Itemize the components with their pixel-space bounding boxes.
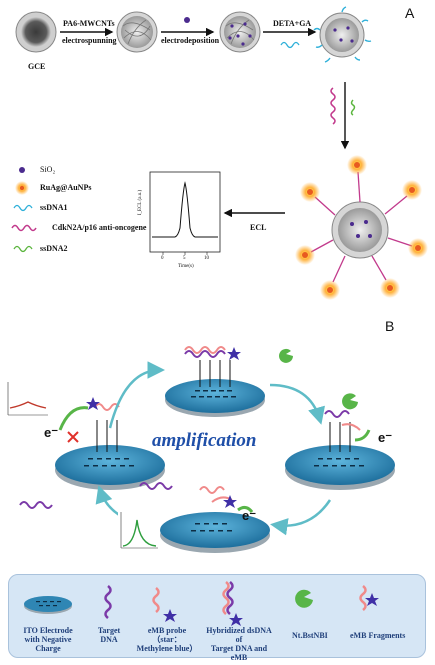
legend-ssdna1-label: ssDNA1 — [40, 203, 68, 212]
step3-top-label: DETA+GA — [273, 19, 312, 28]
panel-b-letter: B — [385, 318, 395, 334]
signal-plot-high — [118, 510, 160, 552]
legend-fragments-label: eMB Fragments — [350, 631, 406, 640]
emb-probe-icon — [152, 587, 177, 622]
electron-left: e⁻ — [44, 425, 59, 440]
hybridized-dsdna-icon — [222, 581, 243, 626]
free-target-dna-left — [19, 501, 53, 509]
plot-xtick-0: 0 — [161, 256, 164, 261]
legend-ssdna2-label: ssDNA2 — [40, 244, 68, 253]
electrode-bottom — [160, 486, 270, 553]
sio2-legend-icon — [19, 167, 25, 173]
cycle-arrow-top-left — [108, 361, 165, 429]
ecl-plot — [149, 171, 221, 255]
gce-electrode-icon — [15, 11, 57, 53]
legend-target-label: CdkN2A/p16 anti-oncogene — [52, 223, 147, 232]
target-dna-icon — [104, 585, 112, 619]
ssdna1-legend-icon — [13, 204, 33, 212]
ito-electrode-icon — [24, 596, 72, 614]
panel-b — [5, 346, 395, 553]
ssdna2-wave-icon — [350, 99, 356, 116]
target-wave-icon — [330, 87, 336, 125]
plot-ylabel: I_ECL (a.u.) — [138, 189, 144, 216]
step2-bottom-label: electrodeposition — [161, 36, 220, 45]
cycle-arrow-top-right — [269, 383, 325, 425]
ssdna2-legend-icon — [13, 245, 33, 253]
legend-ito-line2: with Negative Charge — [24, 635, 72, 653]
legend-target-dna-label: Target DNA — [96, 626, 122, 644]
legend-ito-label: ITO Electrode with Negative Charge — [18, 626, 78, 653]
sio2-electrode-icon — [219, 11, 261, 53]
panel-a — [11, 6, 428, 300]
legend-hybrid-label: Hybridized dsDNA of Target DNA and eMB — [203, 626, 275, 662]
gce-label: GCE — [28, 62, 46, 71]
amplification-label: amplification — [152, 430, 257, 451]
target-legend-icon — [11, 224, 37, 232]
electrode-right — [285, 393, 395, 490]
electron-bottom: e⁻ — [242, 508, 257, 523]
ecl-label: ECL — [250, 223, 267, 232]
legend-emb-probe-line2: Methylene blue） — [136, 644, 198, 653]
signal-plot-low — [5, 380, 50, 420]
free-target-dna-bottom — [139, 482, 173, 490]
legend-ruag-label: RuAg@AuNPs — [40, 183, 92, 192]
legend-sio2-label: SiO₂ — [40, 165, 56, 174]
step1-top-label: PA6-MWCNTs — [63, 19, 115, 28]
emb-fragments-icon — [359, 585, 379, 611]
legend-target-dna-line1: Target — [97, 626, 121, 635]
legend-icons — [24, 581, 379, 626]
legend-target-dna-line2: DNA — [100, 635, 118, 644]
plot-xtick-5: 5 — [183, 256, 186, 261]
fiber-electrode-icon — [116, 11, 158, 53]
ssdna1-electrode-icon — [313, 6, 372, 63]
legend-emb-probe-line1: eMB probe（star： — [147, 626, 187, 644]
plot-xlabel: Time(s) — [178, 264, 194, 269]
legend-ito-line1: ITO Electrode — [23, 626, 73, 635]
cycle-arrow-bottom-right — [270, 499, 332, 536]
legend-hybrid-line1: Hybridized dsDNA of — [206, 626, 272, 644]
nt-bstnbi-icon — [295, 589, 313, 608]
legend-box — [8, 574, 426, 658]
ruag-aunp-icon — [15, 181, 29, 195]
panel-a-letter: A — [405, 5, 415, 21]
legend-hybrid-line2: Target DNA and eMB — [210, 644, 268, 662]
electrode-left — [55, 397, 165, 490]
ecl-sensor-icon — [295, 155, 428, 300]
legend-enzyme-label: Nt.BstNBI — [292, 631, 328, 640]
electrode-top — [165, 346, 265, 417]
electron-right: e⁻ — [378, 430, 393, 445]
sio2-dot-icon — [184, 17, 190, 23]
legend-emb-probe-label: eMB probe（star： Methylene blue） — [136, 626, 198, 653]
ssdna1-wave-icon — [280, 41, 300, 49]
step1-bottom-label: electrospunning — [62, 36, 117, 45]
nt-bstnbi-enzyme-icon — [279, 348, 293, 363]
plot-xtick-10: 10 — [204, 256, 209, 261]
